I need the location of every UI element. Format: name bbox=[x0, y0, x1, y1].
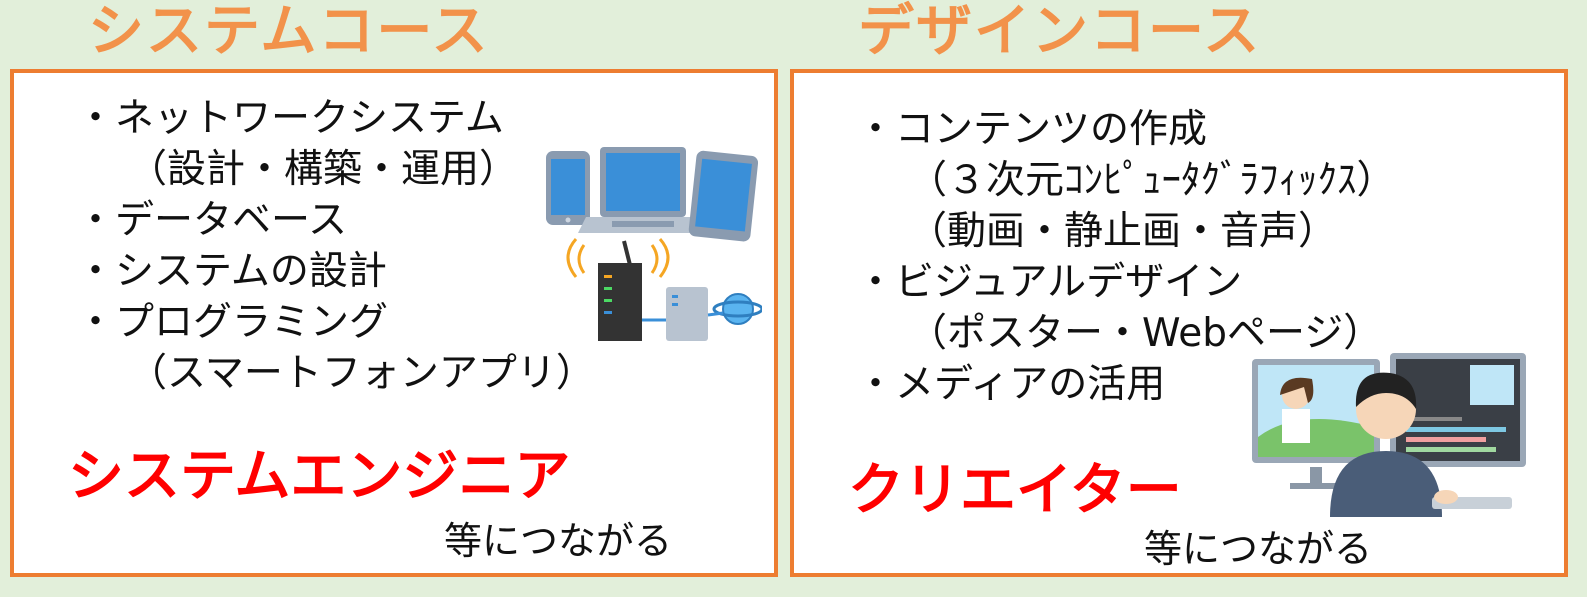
person-icon bbox=[1330, 372, 1512, 517]
list-item: ・データベース bbox=[76, 198, 348, 243]
design-career-note: 等につながる bbox=[1144, 527, 1373, 571]
wifi-icon bbox=[566, 238, 670, 278]
design-course-list: ・コンテンツの作成 （３次元ｺﾝﾋﾟｭｰﾀｸﾞﾗﾌｨｯｸｽ） （動画・静止画・音… bbox=[856, 104, 1396, 410]
laptop-icon bbox=[578, 147, 708, 233]
system-course-panel: ・ネットワークシステム （設計・構築・運用） ・データベース ・システムの設計 … bbox=[10, 69, 778, 577]
list-item: ・コンテンツの作成 bbox=[856, 107, 1208, 152]
monitor-icon bbox=[1390, 353, 1526, 467]
system-course-list: ・ネットワークシステム （設計・構築・運用） ・データベース ・システムの設計 … bbox=[76, 93, 595, 399]
system-course-title: システムコース bbox=[88, 0, 490, 64]
list-item: ・システムの設計 bbox=[76, 249, 387, 294]
design-course-title: デザインコース bbox=[858, 0, 1262, 64]
list-item: ・ビジュアルデザイン bbox=[856, 260, 1243, 305]
list-item: （３次元ｺﾝﾋﾟｭｰﾀｸﾞﾗﾌｨｯｸｽ） bbox=[908, 158, 1396, 203]
list-item: ・メディアの活用 bbox=[856, 362, 1166, 407]
tablet-icon bbox=[688, 150, 759, 242]
video-editor-person-illustration bbox=[1252, 353, 1526, 517]
list-item: ・プログラミング bbox=[76, 300, 389, 345]
list-item: （スマートフォンアプリ） bbox=[128, 351, 595, 396]
globe-icon bbox=[707, 293, 762, 325]
list-item: ・ネットワークシステム bbox=[76, 96, 504, 141]
list-item: （動画・静止画・音声） bbox=[908, 209, 1338, 254]
modem-icon bbox=[642, 287, 708, 341]
list-item: （ポスター・Webページ） bbox=[908, 311, 1383, 356]
list-item: （設計・構築・運用） bbox=[128, 147, 519, 192]
smartphone-icon bbox=[546, 151, 590, 225]
monitor-icon bbox=[1252, 359, 1380, 489]
network-devices-illustration bbox=[546, 147, 762, 341]
design-career-heading: クリエイター bbox=[848, 458, 1182, 523]
system-career-note: 等につながる bbox=[444, 519, 673, 563]
design-course-panel: ・コンテンツの作成 （３次元ｺﾝﾋﾟｭｰﾀｸﾞﾗﾌｨｯｸｽ） （動画・静止画・音… bbox=[790, 69, 1568, 577]
system-career-heading: システムエンジニア bbox=[68, 444, 571, 509]
router-icon bbox=[598, 240, 642, 341]
